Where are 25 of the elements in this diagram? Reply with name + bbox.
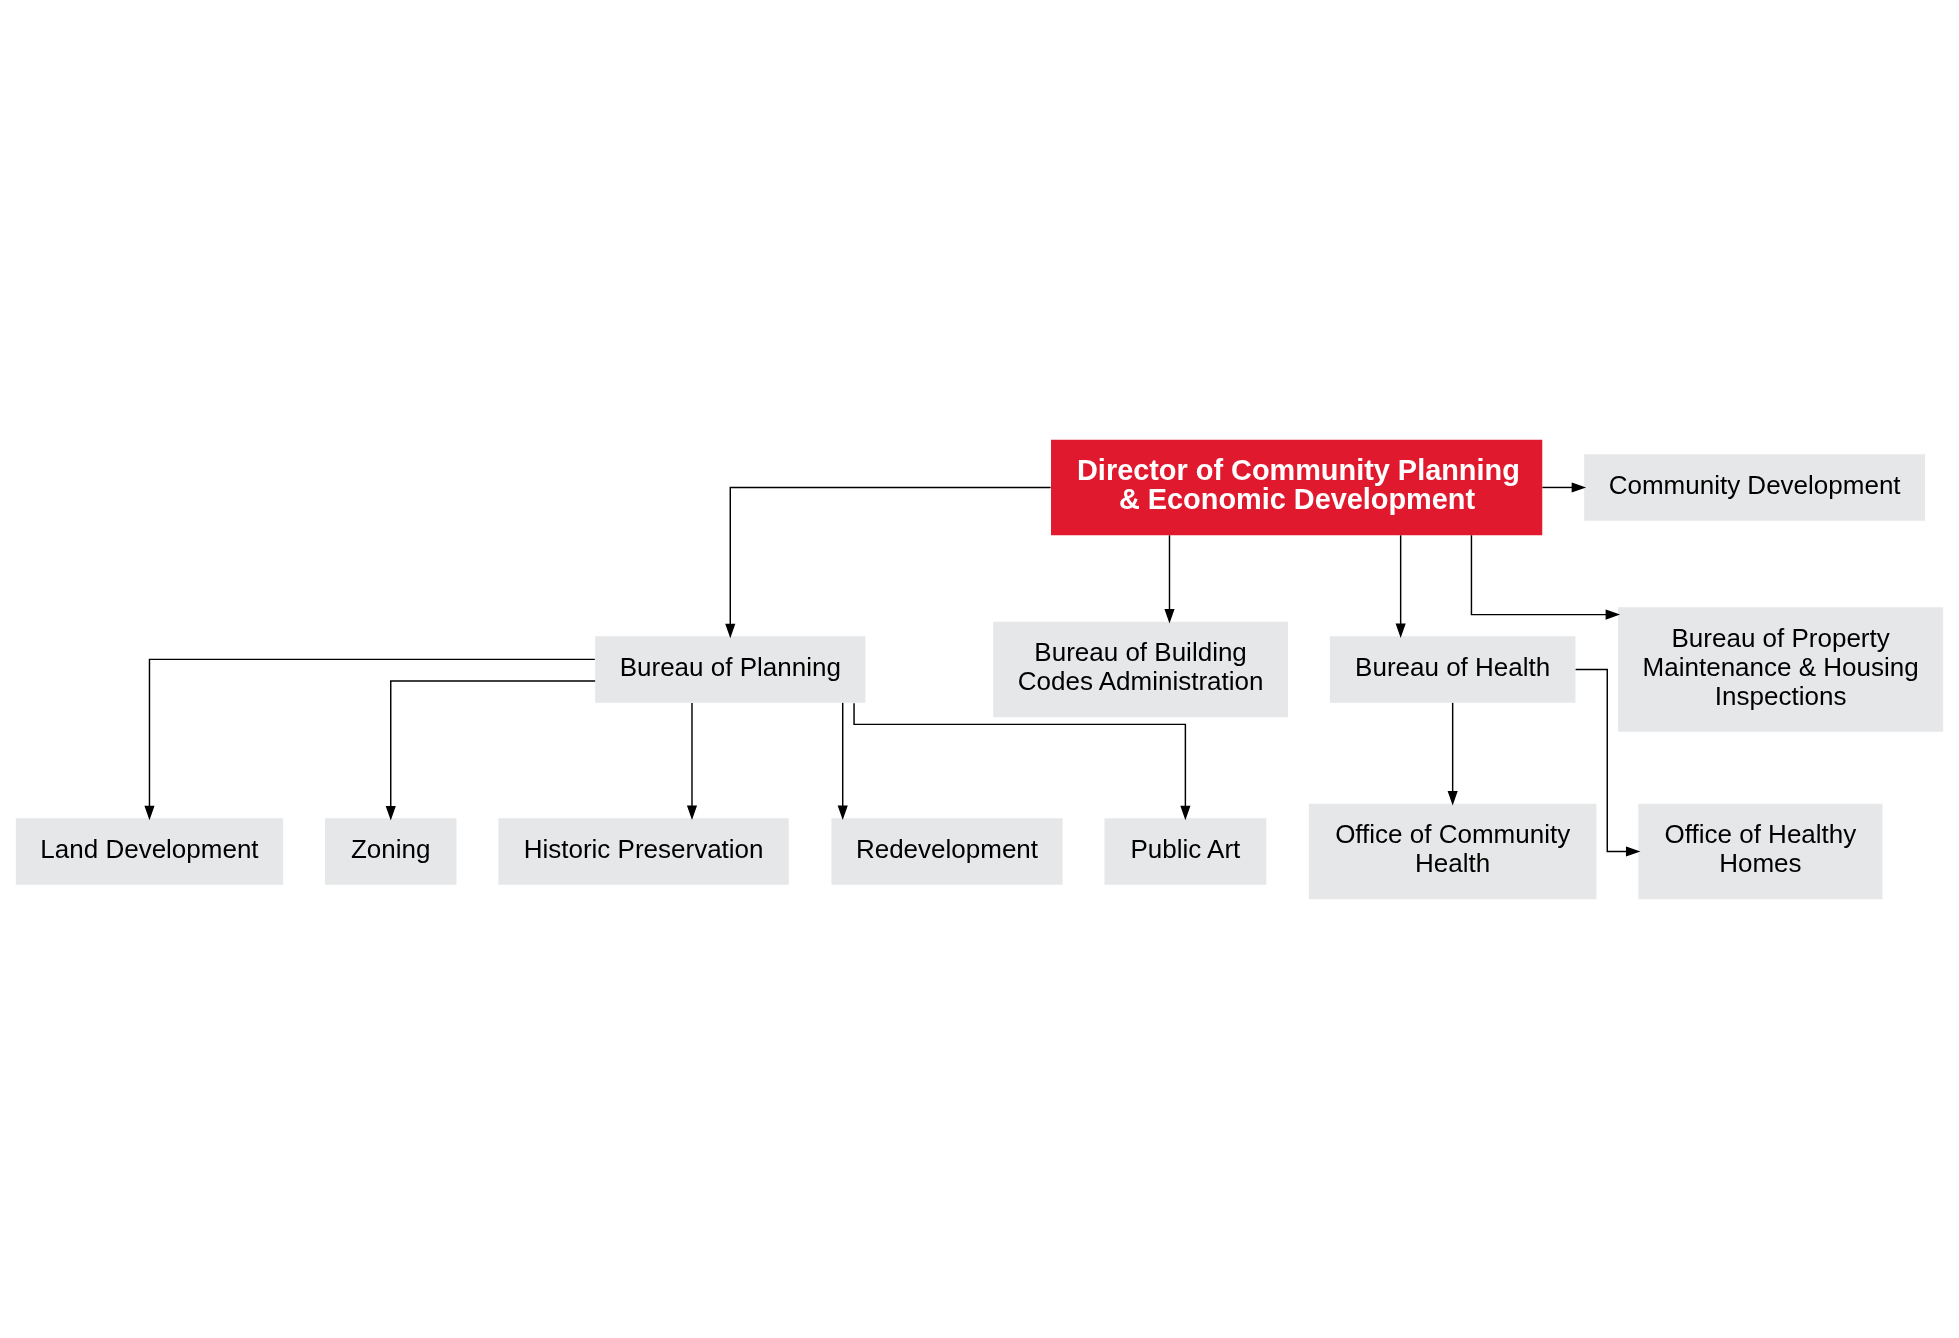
node-box: Community Development — [1584, 453, 1926, 521]
arrow — [1574, 668, 1641, 857]
arrow — [853, 702, 1191, 820]
node-box: Bureau of Building Codes Administration — [993, 621, 1288, 717]
arrow — [725, 486, 1052, 638]
node-box: Zoning — [325, 817, 457, 885]
node-box: Bureau of Property Maintenance & Housing Inspections — [1618, 606, 1944, 732]
arrow — [686, 701, 698, 820]
node-box: Office of Community Health — [1308, 803, 1597, 899]
arrow — [1470, 533, 1621, 620]
arrow — [1447, 701, 1458, 805]
node-box: Director of Community Planning & Economic Development — [1051, 439, 1543, 535]
arrow — [1164, 534, 1175, 624]
node-box: Public Art — [1104, 817, 1267, 885]
arrow — [144, 658, 596, 820]
node-box: Bureau of Health — [1329, 635, 1576, 703]
node-box: Office of Healthy Homes — [1638, 803, 1883, 899]
node-box: Historic Preservation — [498, 817, 789, 885]
node-box: Bureau of Planning — [595, 635, 866, 703]
node-box: Redevelopment — [831, 817, 1063, 885]
node-box: Land Development — [15, 817, 284, 885]
arrow — [1395, 534, 1406, 638]
arrow — [385, 679, 596, 820]
arrow — [1541, 481, 1587, 492]
arrow — [837, 701, 848, 820]
